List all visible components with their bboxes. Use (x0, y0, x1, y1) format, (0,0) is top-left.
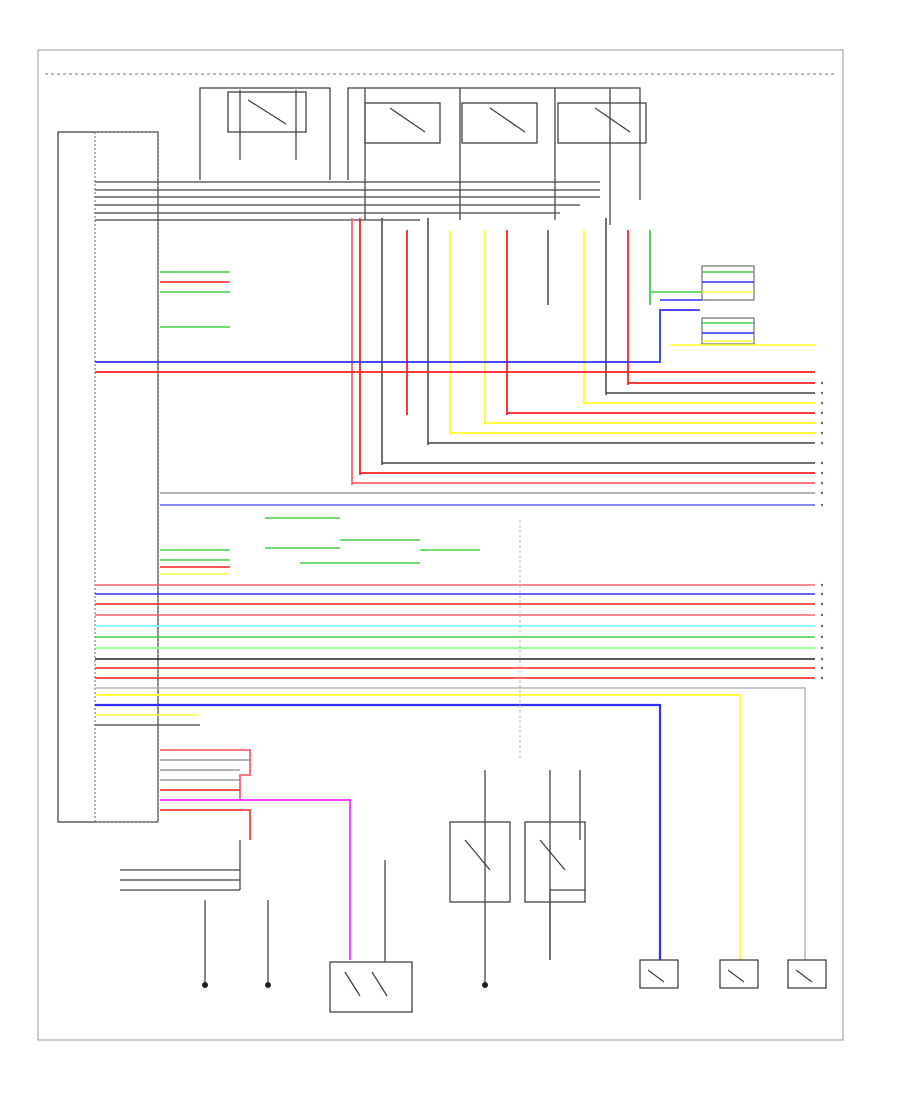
ground-point-1 (202, 982, 208, 988)
edge-marker-dot (820, 583, 824, 587)
edge-marker-dot (820, 441, 824, 445)
right-harness (160, 382, 815, 506)
edge-marker-dot (820, 461, 824, 465)
main-relay (227, 90, 307, 160)
ig1-relay (461, 102, 538, 144)
edge-marker-dot (820, 481, 824, 485)
front-door-courtesy-switch (120, 840, 241, 891)
pink-drops (160, 749, 351, 960)
edge-marker-dot (820, 613, 824, 617)
vertical-wire-group (351, 218, 651, 485)
rear-door-courtesy-switch-left (719, 959, 759, 989)
edge-marker-dot (820, 657, 824, 661)
door-control-switch-cluster (160, 517, 480, 575)
edge-marker-dot (820, 431, 824, 435)
edge-marker-dot (820, 421, 824, 425)
ecu-green-stubs (160, 271, 230, 328)
edge-marker-dot (820, 391, 824, 395)
edge-marker-dot (820, 646, 824, 650)
back-door-courtesy-switch (787, 959, 827, 989)
key-unlock-warning-switch (329, 860, 413, 1013)
edge-marker-dot (820, 503, 824, 507)
edge-marker-dot (820, 635, 824, 639)
edge-marker-dot (820, 411, 824, 415)
edge-marker-dot (820, 624, 824, 628)
right-edge-markers (820, 381, 824, 680)
bottom-drops (95, 687, 806, 960)
ig2-relay (557, 102, 647, 144)
edge-marker-dot (820, 491, 824, 495)
ground-point-2 (265, 982, 271, 988)
right-connector-block (650, 265, 815, 346)
edge-marker-dot (820, 666, 824, 670)
edge-marker-dot (820, 401, 824, 405)
edge-marker-dot (820, 676, 824, 680)
acc-relay (364, 102, 441, 144)
lower-harness (95, 584, 815, 679)
edge-marker-dot (820, 602, 824, 606)
diagram-frame (37, 49, 844, 1041)
edge-marker-dot (820, 381, 824, 385)
edge-marker-dot (820, 592, 824, 596)
ecu-connector-strip (94, 131, 159, 823)
edge-marker-dot (820, 471, 824, 475)
rear-door-courtesy-switch-right (639, 959, 679, 989)
door-lock-motor-assembly (449, 770, 586, 988)
main-body-ecu (57, 131, 159, 823)
